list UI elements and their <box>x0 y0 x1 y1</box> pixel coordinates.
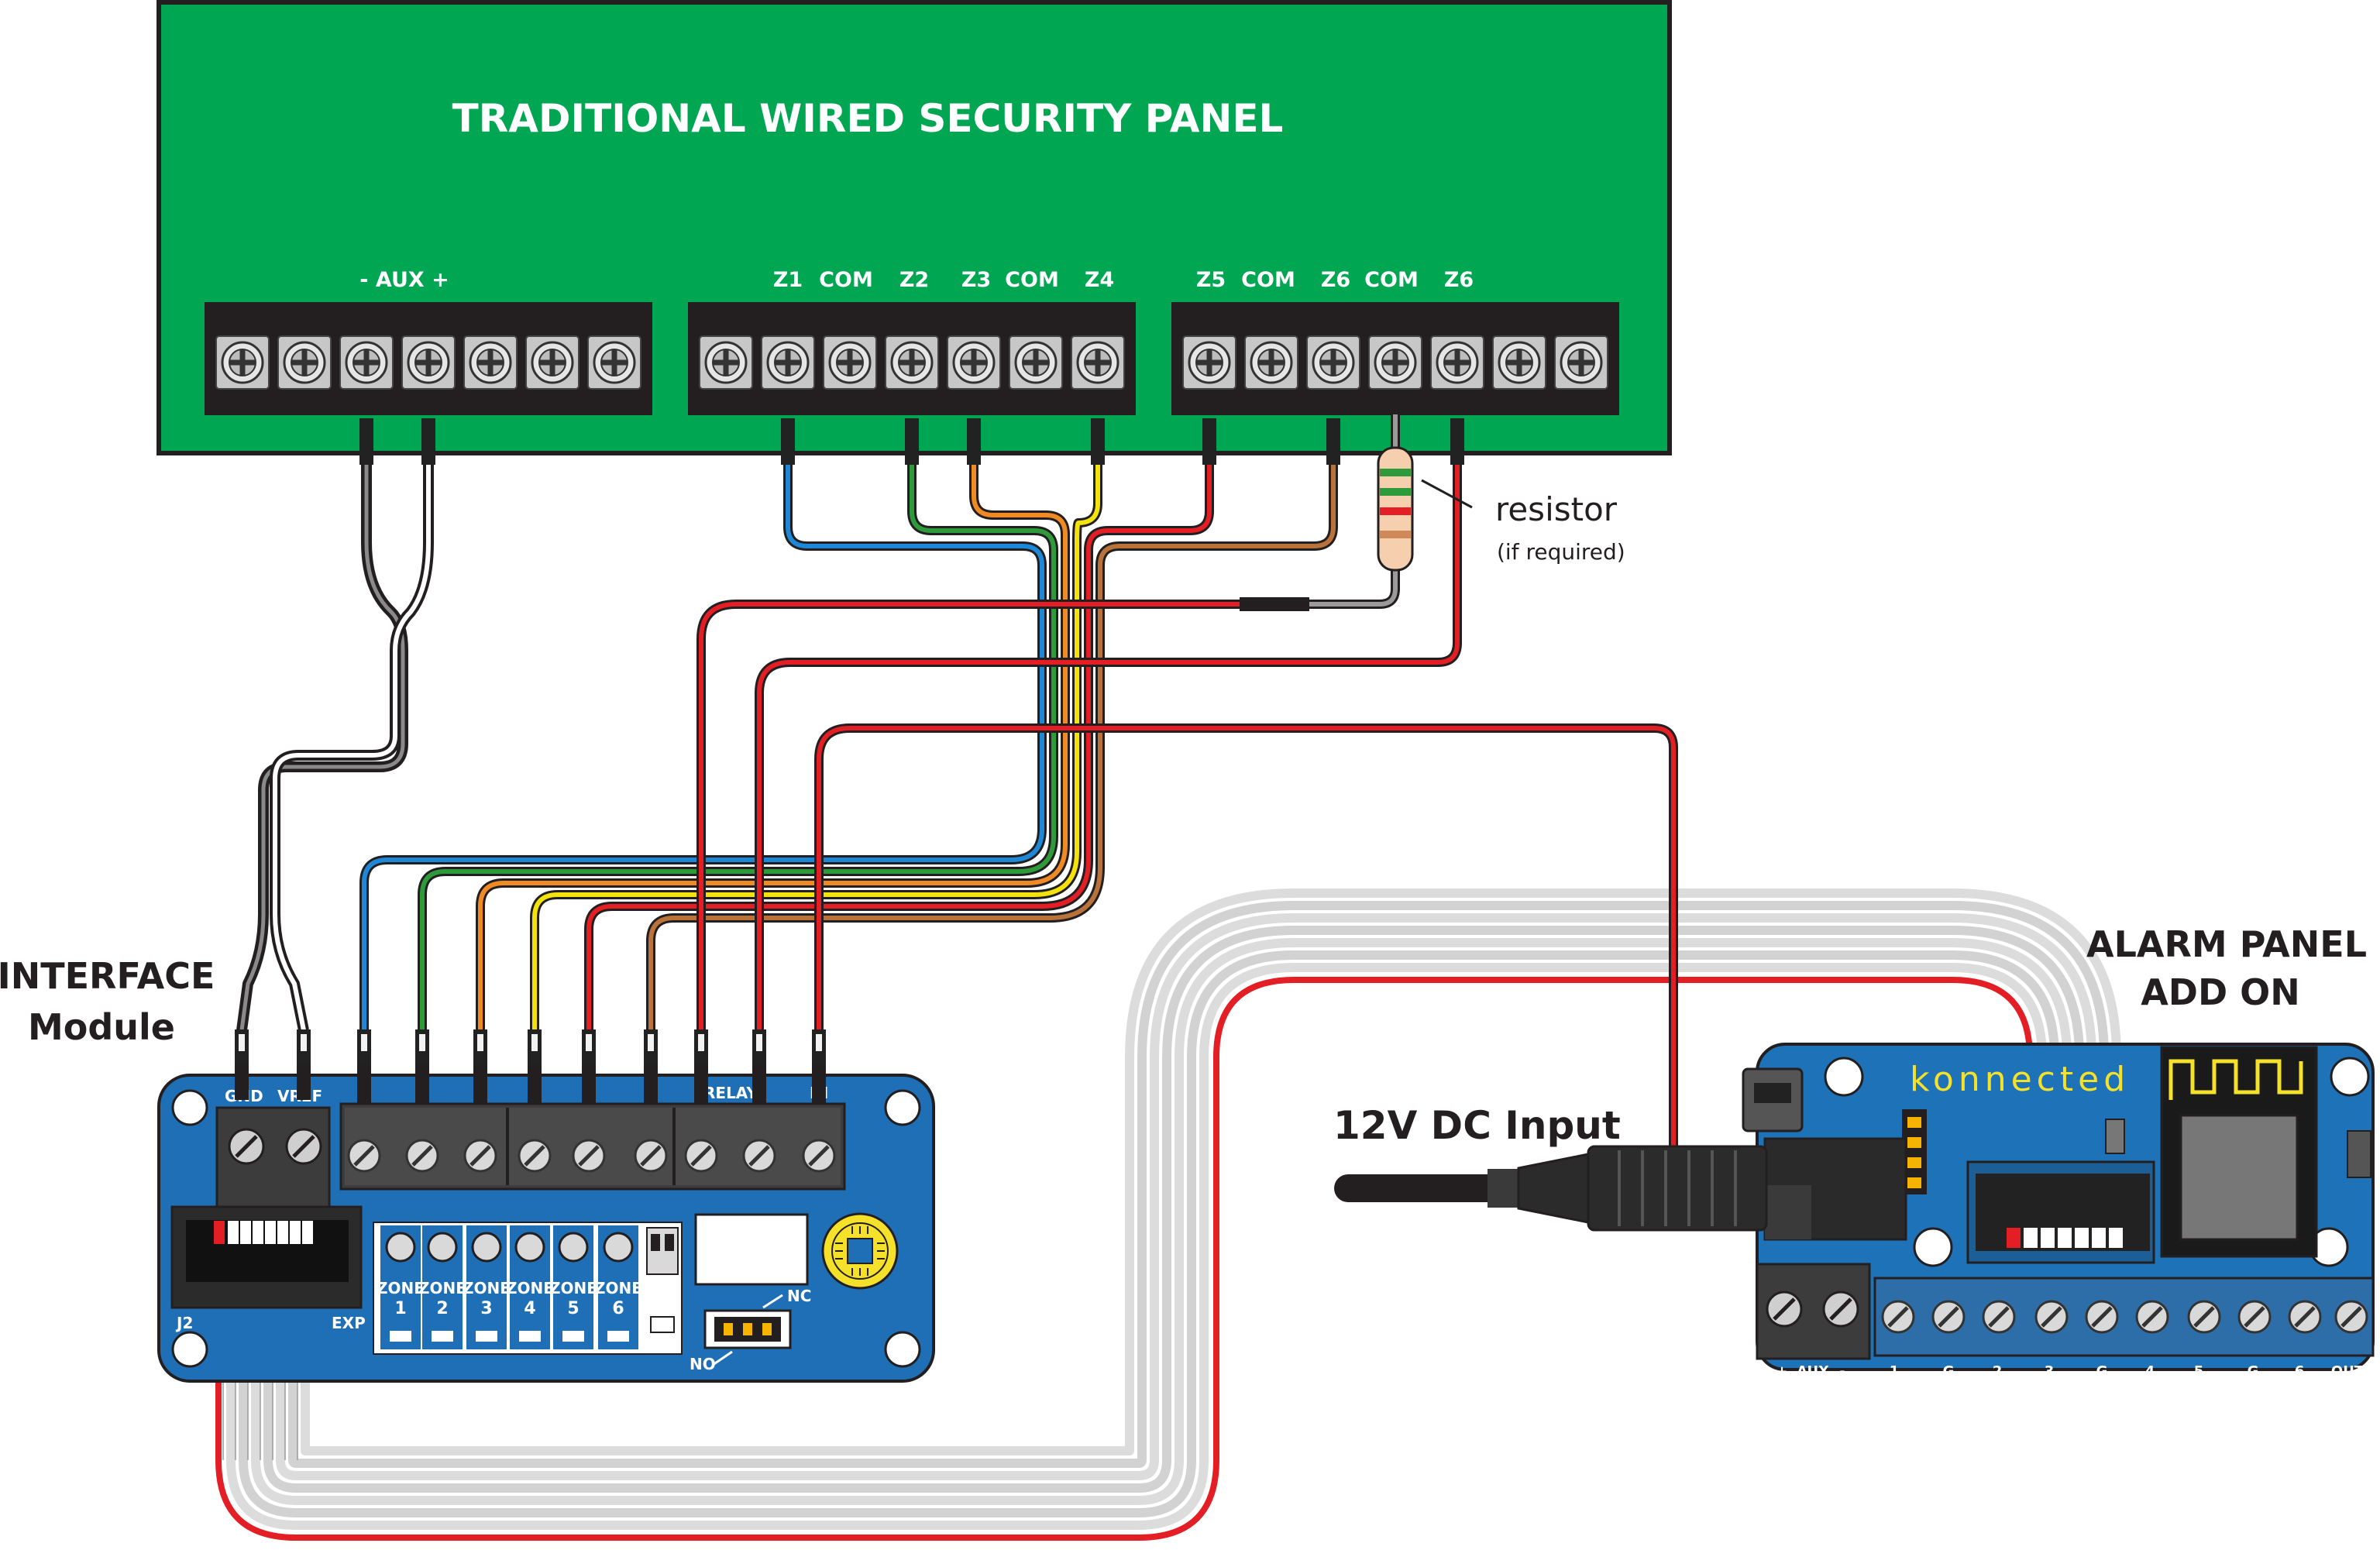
z6b-label: Z6 <box>1444 268 1474 292</box>
z1-blue-wire <box>359 465 1047 1038</box>
resistor-label: resistor <box>1495 490 1618 528</box>
com4-label: COM <box>1364 268 1419 292</box>
zone-num-5: 5 <box>567 1299 579 1318</box>
zone-led-3 <box>476 1331 497 1342</box>
addon-terminal-label-8: 4 <box>2145 1363 2155 1380</box>
relay-label: RELAY <box>703 1084 758 1102</box>
com3-label: COM <box>1241 268 1295 292</box>
z3-orange-wire <box>476 465 1070 1038</box>
j2-connector-pins <box>214 1221 313 1244</box>
addon-terminal-label-6: 3 <box>2045 1363 2055 1380</box>
z4-label: Z4 <box>1085 268 1114 292</box>
addon-terminal-label-5: 2 <box>1993 1363 2003 1380</box>
barrel-jack <box>1763 1137 1907 1241</box>
splice-ferrule <box>1240 597 1309 611</box>
aux-label: - AUX + <box>359 268 449 292</box>
zone-led-4 <box>519 1331 541 1342</box>
wifi-module <box>2160 1046 2318 1258</box>
zone-led-2 <box>432 1331 453 1342</box>
interface-module: INTERFACE Module GND VREF RELAY IN <box>0 955 935 1383</box>
addon-terminal-label-4: G <box>1943 1363 1955 1380</box>
chip-logo <box>821 1212 899 1290</box>
aux-positive-wire <box>270 465 434 1032</box>
zone-word-5: ZONE <box>549 1279 597 1297</box>
z6a-label: Z6 <box>1321 268 1350 292</box>
zone-led-5 <box>562 1331 584 1342</box>
addon-terminal-label-10: G <box>2248 1363 2259 1380</box>
j2-label: J2 <box>175 1314 193 1332</box>
zone-pot-6 <box>603 1232 634 1263</box>
interface-module-title-1: INTERFACE <box>0 955 215 997</box>
exp-label: EXP <box>332 1314 366 1332</box>
zone-word-6: ZONE <box>594 1279 642 1297</box>
zone-word-2: ZONE <box>418 1279 466 1297</box>
zone-pot-4 <box>514 1232 545 1263</box>
terminal-screws <box>215 335 1609 390</box>
resistor-gray-wire <box>1302 414 1400 609</box>
zone-word-1: ZONE <box>377 1279 425 1297</box>
z2-label: Z2 <box>899 268 929 292</box>
zone-pot-2 <box>427 1232 458 1263</box>
nc-label: NC <box>787 1287 811 1305</box>
zone-pot-5 <box>558 1232 589 1263</box>
z6-brown-wire <box>646 465 1338 1038</box>
addon-brand: konnected <box>1910 1060 2130 1099</box>
zone-num-6: 6 <box>612 1299 624 1318</box>
com1-label: COM <box>819 268 873 292</box>
addon-ribbon-pins <box>2007 1228 2123 1248</box>
interface-terminal-screws <box>345 1108 841 1185</box>
addon-terminal-label-1: AUX <box>1797 1363 1829 1380</box>
resistor-note: (if required) <box>1497 539 1625 565</box>
z4-yellow-wire <box>530 465 1102 1038</box>
z5-red-wire <box>584 465 1214 1038</box>
addon-terminal-label-12: OUT <box>2331 1363 2365 1380</box>
resistor: resistor (if required) <box>1377 446 1625 572</box>
zone-num-1: 1 <box>394 1299 406 1318</box>
zone-led-1 <box>390 1331 411 1342</box>
zone-num-3: 3 <box>480 1299 492 1318</box>
alarm-panel-addon: ALARM PANEL ADD ON konnected <box>1742 923 2375 1380</box>
zone-num-2: 2 <box>436 1299 448 1318</box>
z2-green-wire <box>418 465 1058 1038</box>
power-label: 12V DC Input <box>1333 1103 1621 1148</box>
addon-terminal-label-11: 6 <box>2295 1363 2305 1380</box>
interface-module-pins <box>235 1029 826 1065</box>
dc-power-cable: 12V DC Input <box>1333 1103 1768 1232</box>
addon-terminal-label-7: G <box>2096 1363 2108 1380</box>
interface-module-title-2: Module <box>28 1006 175 1048</box>
security-panel-title: TRADITIONAL WIRED SECURITY PANEL <box>452 96 1284 141</box>
zone-led-6 <box>607 1331 629 1342</box>
aux-negative-wire <box>236 465 408 1031</box>
addon-title-2: ADD ON <box>2141 971 2300 1013</box>
security-panel: TRADITIONAL WIRED SECURITY PANEL - AUX +… <box>156 0 1672 455</box>
addon-terminal-label-9: 5 <box>2194 1363 2204 1380</box>
relay-red-wire-1 <box>696 600 1240 1038</box>
z5-label: Z5 <box>1196 268 1226 292</box>
com2-label: COM <box>1005 268 1059 292</box>
z1-label: Z1 <box>773 268 803 292</box>
zone-word-4: ZONE <box>506 1279 554 1297</box>
zone-pot-1 <box>385 1232 416 1263</box>
addon-terminal-label-2: - <box>1839 1363 1845 1380</box>
ribbon-cable <box>215 888 2121 1541</box>
addon-terminal-label-0: + <box>1776 1363 1787 1380</box>
zone-word-3: ZONE <box>463 1279 511 1297</box>
relay-red-wire-2 <box>755 465 1462 1038</box>
no-label: NO <box>690 1355 716 1373</box>
z3-label: Z3 <box>961 268 991 292</box>
zone-num-4: 4 <box>524 1299 535 1318</box>
zone-pot-3 <box>471 1232 502 1263</box>
addon-title-1: ALARM PANEL <box>2086 923 2367 965</box>
addon-terminal-label-3: 1 <box>1890 1363 1900 1380</box>
